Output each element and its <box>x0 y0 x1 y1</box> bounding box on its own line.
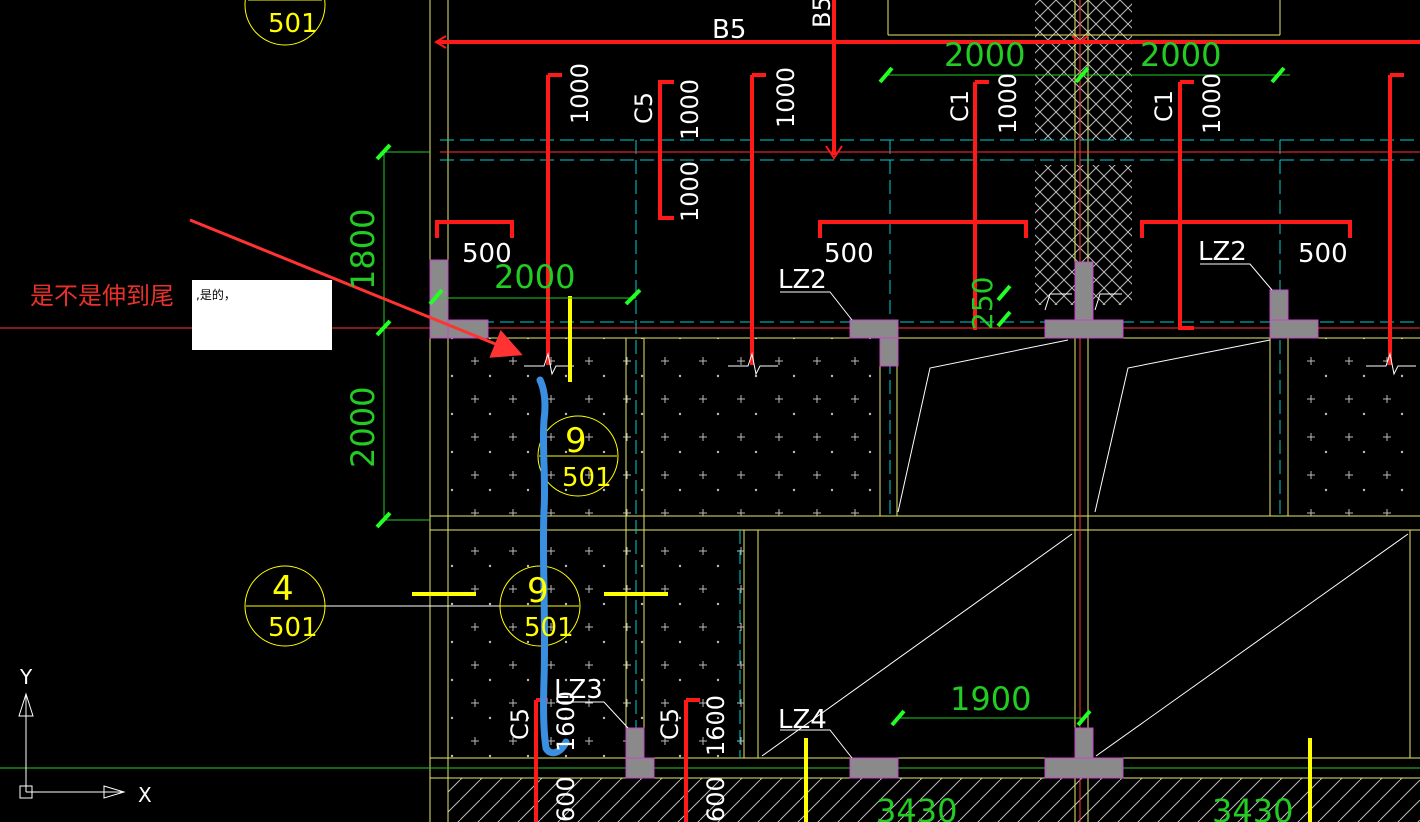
column-lz2-a-stub <box>879 337 899 367</box>
leader-lines <box>556 263 1273 759</box>
dim-1000-a: 1000 <box>566 63 594 124</box>
ucs-icon <box>18 692 126 799</box>
dim-1000-b: 1000 <box>676 79 704 140</box>
dim-1900: 1900 <box>950 680 1031 718</box>
dim-1000-f: 1000 <box>1198 73 1226 134</box>
reply-comment-text: ,是的， <box>196 288 236 302</box>
void-diagonals <box>761 293 1409 757</box>
dim-3430-b: 3430 <box>1212 792 1293 822</box>
dim-2000-top-a: 2000 <box>944 36 1025 74</box>
dim-250-vertical: 250 <box>966 277 999 330</box>
hatch-region-upper-right <box>1290 338 1420 516</box>
crosshatch-wall-top <box>1035 0 1132 140</box>
dim-600-a: 600 <box>552 776 580 822</box>
label-lz4: LZ4 <box>778 705 827 735</box>
dimension-ticks <box>375 66 1286 727</box>
dim-3430-a: 3430 <box>876 792 957 822</box>
callout-4-bottom: 501 <box>268 613 318 643</box>
grid-lines <box>429 0 1420 822</box>
label-c1-a: C1 <box>946 90 974 122</box>
dimension-lines <box>383 74 1290 719</box>
dim-1000-d: 1000 <box>772 67 800 128</box>
callout-9b-top: 9 <box>527 571 549 611</box>
label-c5-c: C5 <box>656 708 684 740</box>
diagonal-hatch-bottom <box>448 778 1420 822</box>
dim-2000-vertical: 2000 <box>344 387 382 468</box>
dim-600-b: 600 <box>702 776 730 822</box>
callout-9b <box>499 565 581 647</box>
callout-9a-top: 9 <box>565 421 587 461</box>
column-lz4 <box>849 757 899 779</box>
dim-1600-b: 1600 <box>702 695 730 756</box>
blue-markup-stroke <box>536 376 570 757</box>
column-bottom-t <box>1044 757 1124 779</box>
beam-arrow-left <box>434 35 447 49</box>
column-lz2-b-stub <box>1269 289 1289 321</box>
annotation-arrow <box>189 218 523 358</box>
section-marks <box>435 0 1420 822</box>
reply-comment-box[interactable]: ,是的， <box>192 280 332 350</box>
callout-9a-bottom: 501 <box>562 463 612 493</box>
dim-2000-top-b: 2000 <box>1140 36 1221 74</box>
column-lz2-b <box>1269 319 1319 339</box>
callout-top <box>244 0 326 46</box>
column-center-t <box>1044 319 1124 339</box>
label-c5-a: C5 <box>630 92 658 124</box>
label-c1-b: C1 <box>1150 90 1178 122</box>
dim-500-a: 500 <box>462 239 512 269</box>
yellow-section-bars <box>412 296 1312 822</box>
dim-1000-c: 1000 <box>676 161 704 222</box>
column-bottom-stem <box>1074 727 1094 759</box>
column-lz3-base <box>625 757 655 779</box>
dim-1600-a: 1600 <box>552 691 580 752</box>
label-c5-b: C5 <box>506 708 534 740</box>
dim-1000-e: 1000 <box>994 73 1022 134</box>
break-marks <box>524 352 1416 376</box>
column-left-beam <box>447 319 489 339</box>
dim-1800-vertical: 1800 <box>344 209 382 290</box>
callout-9b-bottom: 501 <box>524 613 574 643</box>
ucs-axis-x: X <box>138 783 152 807</box>
dim-500-b: 500 <box>824 239 874 269</box>
column-center-stem <box>1074 261 1094 321</box>
column-lz2-a <box>849 319 899 339</box>
beam-arrow-mid <box>1071 35 1089 44</box>
beam-label-b5-vertical: B5 <box>808 0 836 28</box>
beam-arrow-down <box>825 145 843 160</box>
callout-top-number: 501 <box>268 9 318 39</box>
hatch-region-upper-left <box>448 338 880 516</box>
annotation-question-text: 是不是伸到尾 <box>30 282 174 310</box>
columns <box>429 259 1319 779</box>
beam-label-b5: B5 <box>712 15 746 45</box>
hatch-region-lower-left <box>448 530 744 758</box>
callout-4-top: 4 <box>272 569 294 609</box>
dim-500-c: 500 <box>1298 239 1348 269</box>
label-lz3: LZ3 <box>554 675 603 705</box>
ucs-axis-y: Y <box>19 665 33 689</box>
callout-circles <box>244 0 619 647</box>
callout-4 <box>244 565 326 647</box>
label-lz2-b: LZ2 <box>1198 237 1247 267</box>
dim-2000-mid: 2000 <box>494 258 575 296</box>
callout-9a <box>537 415 619 497</box>
label-lz2-a: LZ2 <box>778 265 827 295</box>
